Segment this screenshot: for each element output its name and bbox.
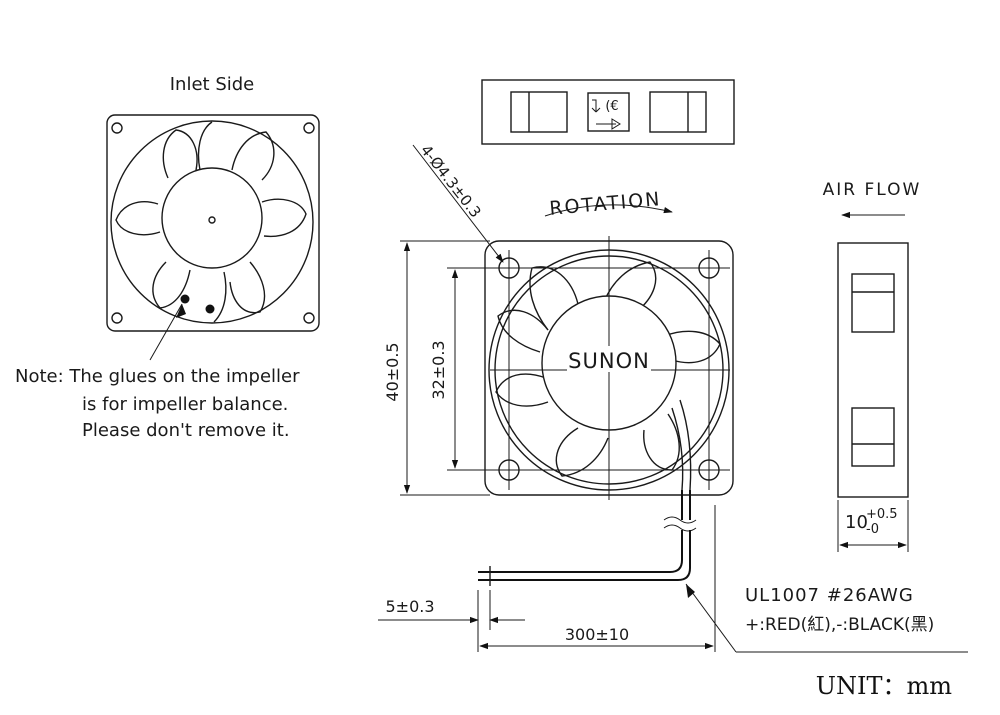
svg-text:(€: (€ xyxy=(605,99,618,114)
note-line-3: Please don't remove it. xyxy=(82,420,290,441)
certification-mark-icon: (€ xyxy=(591,99,621,130)
wire-length-dim: 300±10 xyxy=(479,505,716,652)
air-flow-label: AIR FLOW xyxy=(823,180,922,200)
inlet-impeller-blades xyxy=(115,121,307,323)
glue-note: Note: The glues on the impeller is for i… xyxy=(15,366,300,441)
thickness-base-label: 10 xyxy=(845,512,868,533)
unit-label: UNIT：mm xyxy=(816,672,952,700)
wire-spec: UL1007 #26AWG +:RED(紅),-:BLACK(黑) xyxy=(685,583,968,653)
dim-outer-label: 40±0.5 xyxy=(383,342,402,401)
lead-wires xyxy=(478,490,697,586)
wire-strip-dim: 5±0.3 xyxy=(378,590,525,652)
front-fan-view: SUNON xyxy=(484,236,734,500)
hole-leader xyxy=(412,144,504,263)
glue-dot xyxy=(180,294,190,304)
glue-dot xyxy=(205,304,215,314)
inlet-fan-view xyxy=(106,114,320,361)
thickness-dim: 10 +0.5 -0 xyxy=(837,500,909,552)
dim-pitch-label: 32±0.3 xyxy=(429,340,448,399)
brand-logo: SUNON xyxy=(568,349,650,373)
dim-pitch: 32±0.3 xyxy=(429,267,500,471)
rotation-arrow-icon xyxy=(544,204,673,217)
side-view xyxy=(837,242,909,498)
inlet-side-title: Inlet Side xyxy=(170,74,255,95)
hole-spec-label: 4-Ø4.3±0.3 xyxy=(417,141,485,221)
rotation-label: ROTATION xyxy=(549,188,663,220)
wire-length-label: 300±10 xyxy=(565,625,629,644)
thickness-upper-label: +0.5 xyxy=(866,507,898,522)
wire-strip-label: 5±0.3 xyxy=(385,597,434,616)
dim-outer: 40±0.5 xyxy=(383,240,490,496)
note-line-2: is for impeller balance. xyxy=(82,394,288,415)
wire-color-label: +:RED(紅),-:BLACK(黑) xyxy=(745,615,934,635)
thickness-lower-label: -0 xyxy=(866,522,879,537)
wire-type-label: UL1007 #26AWG xyxy=(745,585,914,606)
note-line-1: Note: The glues on the impeller xyxy=(15,366,300,387)
top-label-view: (€ xyxy=(481,79,735,145)
